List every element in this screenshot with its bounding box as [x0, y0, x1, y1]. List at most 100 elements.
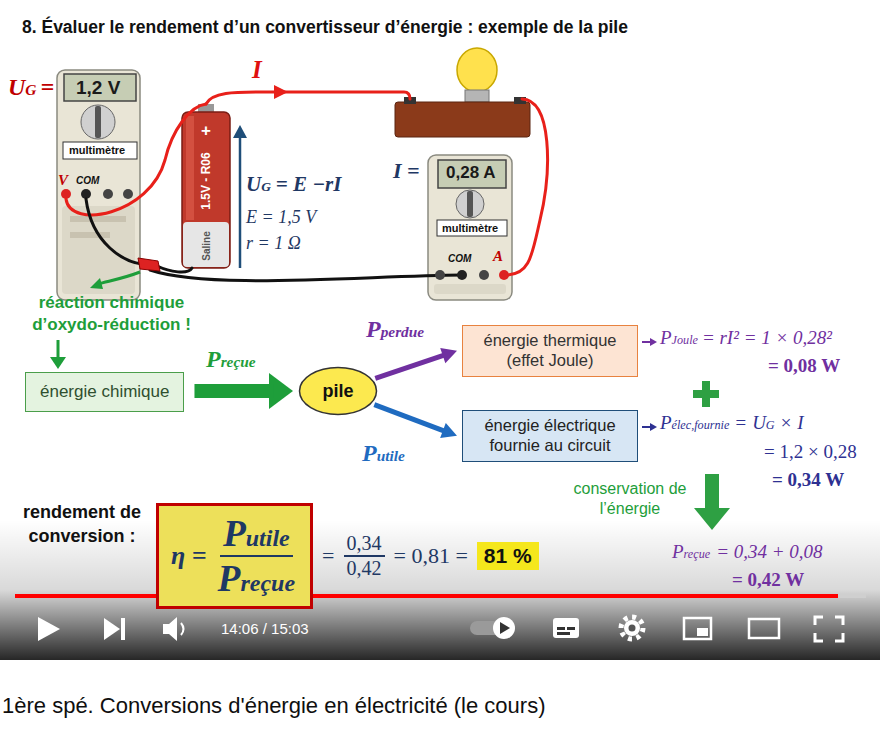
voltage-symbol: =	[40, 74, 54, 101]
wire	[150, 270, 462, 281]
node-label: pile	[322, 381, 353, 402]
player-controls	[624, 620, 640, 636]
terminal-name: V	[58, 172, 68, 189]
arrow-shaft	[374, 405, 445, 432]
device-name-group: multimètre	[442, 222, 498, 234]
heading-label-group: rendement de conversion :	[12, 500, 152, 549]
fraction: PutilePreçue	[215, 512, 299, 600]
result-group: = 0,34 W	[772, 469, 844, 491]
formula: × I	[780, 412, 804, 434]
fraction-group: 0,340,42	[344, 532, 385, 580]
formula-group: PJoule= rI² = 1 × 0,28²	[660, 327, 832, 349]
result: = 0,34 W	[772, 469, 844, 491]
wire	[66, 92, 547, 281]
left-multimeter	[63, 142, 137, 159]
result: = 0,08 W	[768, 355, 840, 377]
device-name: multimètre	[442, 222, 498, 234]
formula: PJoule	[660, 327, 698, 349]
leader-arrow	[98, 272, 140, 284]
current-symbol: I	[252, 56, 262, 84]
meter-reading-group: 0,28 A	[446, 163, 495, 183]
battery-marking: Saline	[201, 231, 212, 260]
result-group: = 0,08 W	[768, 355, 840, 377]
result-arrow	[642, 338, 657, 431]
video-time-group: 14:06 / 15:03	[221, 620, 309, 637]
player-controls	[749, 619, 779, 638]
left-multimeter	[103, 189, 113, 199]
formula: =	[734, 412, 747, 434]
converter-ellipse: pile	[298, 366, 378, 416]
result-highlight: 81 %	[477, 542, 539, 570]
formula-group: = 0,81 =	[394, 543, 468, 569]
video-time: 14:06 / 15:03	[221, 620, 309, 637]
terminal-name-group: COM	[448, 253, 471, 264]
right-multimeter	[428, 155, 512, 300]
fraction: 0,34	[344, 532, 385, 557]
arrow-shaft	[375, 355, 445, 379]
crocodile-clip	[138, 258, 160, 271]
flow-arrow	[375, 348, 457, 378]
wire	[506, 99, 547, 275]
fraction-term: Putile	[220, 512, 293, 557]
node-label: 81 %	[484, 544, 532, 568]
terminal	[499, 270, 509, 280]
player-controls	[163, 617, 177, 641]
device-name: multimètre	[69, 144, 125, 156]
edge-label-holder: Preçue	[206, 346, 256, 373]
formula: r = 1 Ω	[246, 233, 301, 254]
voltage-symbol: UG	[8, 74, 36, 101]
left-multimeter	[95, 106, 101, 138]
meter-reading: 0,28 A	[446, 163, 495, 183]
video-title: 1ère spé. Conversions d'énergie en élect…	[2, 693, 545, 719]
formula: = 0,81 =	[394, 543, 468, 569]
note-group: réaction chimique d’oxydo-réduction !	[14, 292, 209, 336]
leader-arrow	[50, 357, 66, 369]
left-multimeter	[57, 70, 140, 300]
ellipse-outline	[300, 368, 377, 415]
formula: = rI² = 1 × 0,28²	[702, 327, 832, 349]
edge-label: Pperdue	[366, 316, 424, 343]
flow-arrow	[374, 405, 457, 438]
left-multimeter	[70, 216, 126, 222]
formula: = 0,34 + 0,08	[716, 541, 822, 563]
wire	[157, 266, 192, 272]
formula-group: = 1,2 × 0,28	[764, 441, 857, 463]
formula-group: r = 1 Ω	[246, 233, 301, 254]
right-multimeter	[428, 155, 512, 300]
player-controls	[181, 623, 184, 635]
result-arrow	[650, 338, 657, 346]
result: = 0,42 W	[732, 569, 804, 591]
voltage-arrow	[233, 125, 247, 268]
terminal-name: COM	[76, 175, 99, 186]
current-arrow	[274, 85, 288, 99]
terminal-name: A	[493, 248, 503, 265]
left-multimeter	[64, 74, 136, 101]
battery-terminal: +	[201, 121, 211, 141]
terminal-name-group: COM	[76, 175, 99, 186]
note: réaction chimique d’oxydo-réduction !	[14, 292, 209, 336]
player-controls	[815, 617, 843, 641]
energy-box: énergie thermique (effet Joule)	[462, 325, 638, 377]
plus-sign	[702, 381, 710, 407]
edge-label: Preçue	[206, 346, 256, 373]
player-controls	[553, 618, 579, 638]
formula: UG	[246, 172, 271, 197]
wire	[206, 92, 410, 104]
note: conservation de l’énergie	[570, 479, 690, 519]
player-controls	[121, 618, 125, 640]
player-controls	[557, 627, 565, 630]
meter-reading: 1,2 V	[76, 77, 120, 99]
player-controls	[567, 627, 575, 630]
heading-label: rendement de conversion :	[12, 500, 152, 549]
terminal-name-group: V	[58, 172, 68, 189]
battery-marking: 1.5V - R06	[199, 152, 213, 209]
current-symbol-group: I	[252, 56, 262, 84]
battery-terminal-group: +	[201, 121, 211, 141]
formula: Pélec,fournie	[660, 412, 729, 434]
formula: =	[322, 543, 334, 569]
player-controls	[38, 617, 843, 641]
leader-arrow	[90, 278, 103, 289]
formula-group: UG= E −rI	[246, 172, 341, 197]
lamp	[395, 102, 530, 137]
